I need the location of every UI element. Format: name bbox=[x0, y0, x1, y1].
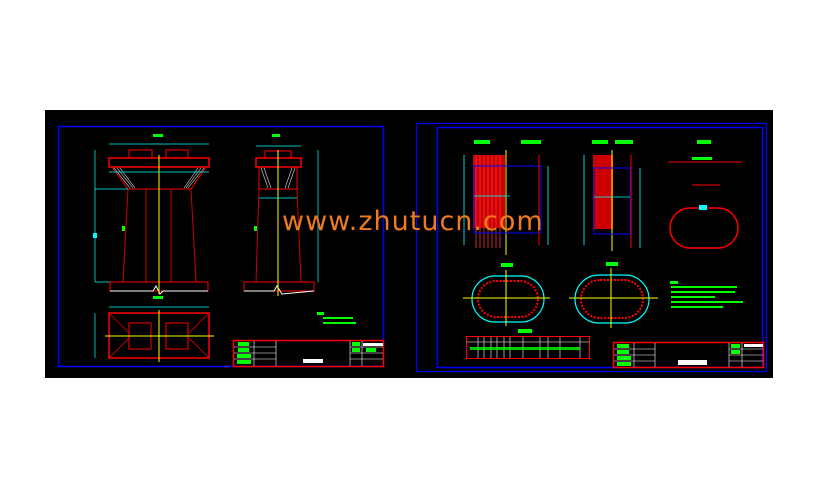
sheet-left bbox=[57, 125, 385, 368]
reinforcement-elevation-2 bbox=[583, 140, 641, 251]
section-view-1 bbox=[463, 263, 550, 326]
pier-plan-view bbox=[94, 296, 214, 362]
notes-left bbox=[317, 312, 356, 324]
notes-right bbox=[670, 281, 743, 308]
sheet-left-border bbox=[57, 125, 385, 368]
material-table bbox=[466, 329, 590, 359]
sheet-right-inner-border bbox=[436, 126, 764, 369]
title-block-left bbox=[232, 339, 385, 368]
sheet-right-outer-border bbox=[415, 122, 768, 373]
pier-side-elevation bbox=[243, 134, 319, 296]
pier-front-elevation bbox=[93, 134, 210, 295]
reinforcement-elevation-1 bbox=[463, 140, 549, 255]
section-view-2 bbox=[569, 262, 658, 328]
title-block-right bbox=[612, 341, 765, 369]
drawing-background bbox=[45, 110, 773, 378]
watermark: www.zhutucn.com bbox=[282, 206, 544, 237]
rebar-detail bbox=[668, 140, 742, 249]
sheet-right bbox=[415, 122, 768, 373]
